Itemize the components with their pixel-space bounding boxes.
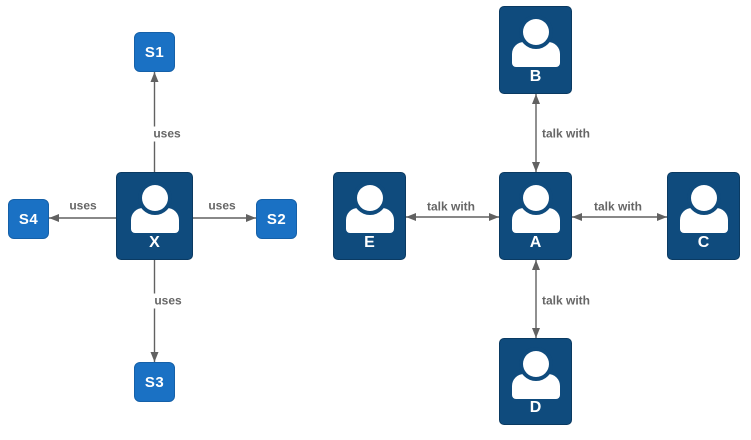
person-icon	[522, 185, 549, 211]
edge-label-x-s1: uses	[150, 126, 184, 142]
edge-label-x-s2: uses	[205, 198, 239, 214]
person-icon-body	[511, 374, 560, 399]
edge-label-a-e: talk with	[423, 199, 479, 215]
person-node-b[interactable]: B	[499, 6, 572, 94]
node-label: X	[149, 234, 160, 251]
node-label: S3	[144, 373, 165, 391]
edge-label-x-s4: uses	[66, 198, 100, 214]
person-icon-body	[511, 42, 560, 67]
person-icon	[522, 19, 549, 45]
edge-label-a-b: talk with	[538, 126, 594, 142]
system-node-s4[interactable]: S4	[8, 199, 49, 239]
node-label: S1	[144, 43, 165, 61]
person-node-a[interactable]: A	[499, 172, 572, 260]
node-label: A	[529, 234, 542, 251]
node-label: B	[529, 68, 542, 85]
system-node-s1[interactable]: S1	[134, 32, 175, 72]
edge-label-x-s3: uses	[151, 293, 185, 309]
system-node-s3[interactable]: S3	[134, 362, 175, 402]
node-label: C	[697, 234, 710, 251]
person-node-d[interactable]: D	[499, 338, 572, 425]
node-label: D	[529, 399, 542, 416]
person-icon-body	[511, 208, 560, 233]
person-icon-body	[679, 208, 728, 233]
person-node-c[interactable]: C	[667, 172, 740, 260]
person-icon-body	[130, 208, 179, 233]
system-node-s2[interactable]: S2	[256, 199, 297, 239]
node-label: S4	[18, 210, 39, 228]
person-icon-body	[345, 208, 394, 233]
person-icon	[141, 185, 168, 211]
person-icon	[690, 185, 717, 211]
edge-label-a-c: talk with	[590, 199, 646, 215]
edge-label-a-d: talk with	[538, 293, 594, 309]
person-node-x[interactable]: X	[116, 172, 193, 260]
person-icon	[522, 351, 549, 377]
node-label: S2	[266, 210, 287, 228]
person-icon	[356, 185, 383, 211]
node-label: E	[364, 234, 375, 251]
person-node-e[interactable]: E	[333, 172, 406, 260]
